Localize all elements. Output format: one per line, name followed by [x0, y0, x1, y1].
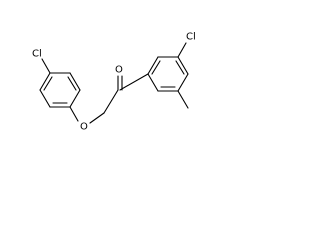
bond-o-to-ch2	[89, 112, 105, 124]
structure-diagram: Cl O O Cl	[32, 32, 196, 133]
bond-cl-left	[41, 58, 51, 74]
bond-ring-right-4	[177, 73, 189, 92]
chloromethylphenyl-ring-right	[147, 56, 189, 92]
bond-ring-left-3	[69, 89, 81, 108]
bond-ring-left-6	[39, 72, 51, 91]
cl-right-label: Cl	[186, 32, 196, 43]
bond-ring-to-o	[69, 106, 79, 122]
bond-ring-left-2	[69, 72, 81, 91]
bond-ring-left-5	[39, 89, 51, 108]
double-bond-right-b	[175, 60, 185, 75]
double-bond-left-c	[43, 76, 53, 91]
oxygen-ether-label: O	[80, 122, 88, 133]
bond-ring-right-1	[147, 56, 159, 75]
cl-left-label: Cl	[32, 49, 42, 60]
bond-ch2-carbonyl	[103, 89, 119, 114]
bond-methyl	[177, 90, 189, 109]
bond-ring-right-6	[147, 73, 159, 92]
chlorophenyl-ring-left	[39, 72, 81, 108]
double-bond-left-a	[67, 76, 77, 91]
oxygen-carbonyl-label: O	[115, 65, 123, 76]
bond-ring-right-3	[177, 56, 189, 75]
bond-cl-right	[177, 42, 187, 58]
bond-carbonyl-ring	[119, 73, 149, 91]
double-bond-right-a	[151, 60, 161, 75]
